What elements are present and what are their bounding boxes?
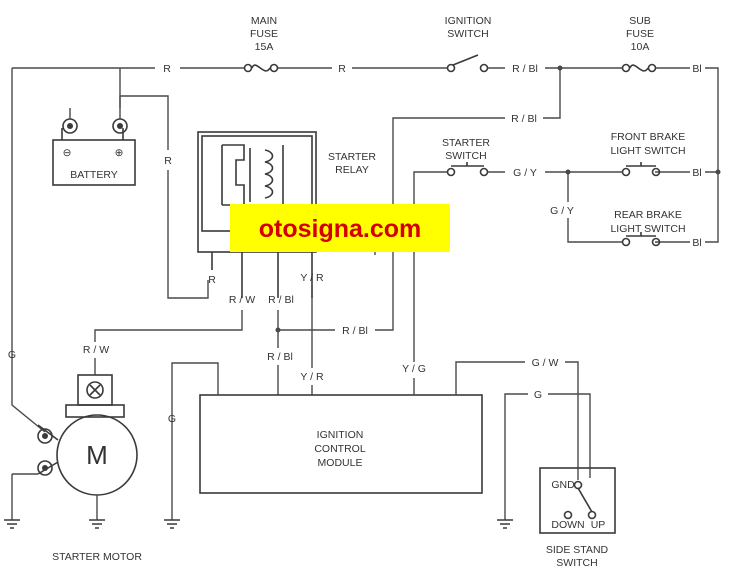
wire-label-r-mid: R [338, 63, 346, 75]
side-stand-down: DOWN [551, 519, 584, 531]
ignition-switch: IGNITION SWITCH [445, 15, 492, 73]
wire-label-bl-front: Bl [692, 167, 701, 179]
battery-label: BATTERY [70, 169, 117, 181]
wire-label-r-bl-ign: R / Bl [512, 63, 538, 75]
module-label-3: MODULE [318, 457, 363, 469]
sub-fuse-label-3: 10A [631, 41, 650, 53]
starter-relay-label-1: STARTER [328, 151, 376, 163]
side-stand-up: UP [591, 519, 606, 531]
front-brake-label-2: LIGHT SWITCH [610, 145, 685, 157]
battery: ⊖ ⊕ BATTERY [52, 108, 136, 186]
starter-relay-label-2: RELAY [335, 164, 369, 176]
rear-brake-label-2: LIGHT SWITCH [610, 223, 685, 235]
motor-symbol: M [86, 440, 108, 470]
starter-switch-label-2: SWITCH [445, 150, 486, 162]
wire-label-g-y-start: G / Y [513, 167, 537, 179]
sub-fuse: SUB FUSE 10A [621, 15, 657, 73]
wire-label-r-bl-junction: R / Bl [342, 325, 368, 337]
wire-label-g-w-module: G / W [532, 357, 559, 369]
side-stand-label-1: SIDE STAND [546, 544, 609, 556]
r-bl-branch: R / Bl R / Bl [278, 65, 563, 337]
main-fuse-label-3: 15A [255, 41, 274, 53]
sub-fuse-label-2: FUSE [626, 28, 654, 40]
front-brake-switch: FRONT BRAKE LIGHT SWITCH Bl [610, 131, 701, 179]
wire-label-g-module: G [168, 413, 176, 425]
wire-label-r-left: R [163, 63, 171, 75]
wire-label-r-bl-relay: R / Bl [268, 294, 294, 306]
main-fuse-label-1: MAIN [251, 15, 277, 27]
wire-label-bl-top: Bl [692, 63, 701, 75]
wire-label-bl-rear: Bl [692, 237, 701, 249]
sub-fuse-label-1: SUB [629, 15, 651, 27]
battery-neg-symbol: ⊖ [63, 147, 72, 159]
main-power-line [11, 67, 719, 433]
starter-motor: M STARTER MOTOR [4, 374, 142, 563]
starter-switch: STARTER SWITCH G / Y [413, 137, 721, 362]
wire-label-r-w-relay: R / W [229, 294, 255, 306]
starter-motor-label: STARTER MOTOR [52, 551, 142, 563]
wire-label-r-w-motor: R / W [83, 344, 109, 356]
rear-brake-label-1: REAR BRAKE [614, 209, 682, 221]
module-label-1: IGNITION [317, 429, 364, 441]
module-label-2: CONTROL [314, 443, 365, 455]
main-fuse-label-2: FUSE [250, 28, 278, 40]
relay-lower-wiring: R / W R / Bl Y / R [83, 286, 324, 395]
side-stand-switch: G GND DOWN UP SIDE STAND SWITCH [497, 389, 616, 569]
watermark-text: otosigna.com [259, 215, 422, 243]
wire-label-g-y-vertical: G / Y [550, 205, 574, 217]
ignition-switch-label-2: SWITCH [447, 28, 488, 40]
side-stand-gnd: GND [551, 479, 575, 491]
wire-label-r-bl-module: R / Bl [267, 351, 293, 363]
battery-pos-symbol: ⊕ [115, 147, 124, 159]
wire-label-g-left: G [8, 349, 16, 361]
ignition-control-module: IGNITION CONTROL MODULE [164, 361, 579, 529]
front-brake-label-1: FRONT BRAKE [611, 131, 685, 143]
side-stand-label-2: SWITCH [556, 557, 597, 569]
main-fuse: MAIN FUSE 15A [243, 15, 279, 73]
rear-brake-switch: G / Y REAR BRAKE LIGHT SWITCH Bl [550, 169, 702, 249]
wire-label-r-bl-relay-feed: R / Bl [511, 113, 537, 125]
starter-switch-label-1: STARTER [442, 137, 490, 149]
wire-label-r-relay: R [208, 274, 216, 286]
wire-label-r-battery: R [164, 155, 172, 167]
wire-label-y-r-relay: Y / R [300, 272, 324, 284]
wire-label-y-r-module: Y / R [300, 371, 324, 383]
battery-to-relay-wire: R [119, 95, 209, 299]
wire-label-y-g-module: Y / G [402, 363, 426, 375]
watermark: otosigna.com [230, 204, 450, 252]
ignition-switch-label-1: IGNITION [445, 15, 492, 27]
wire-label-g-side: G [534, 389, 542, 401]
